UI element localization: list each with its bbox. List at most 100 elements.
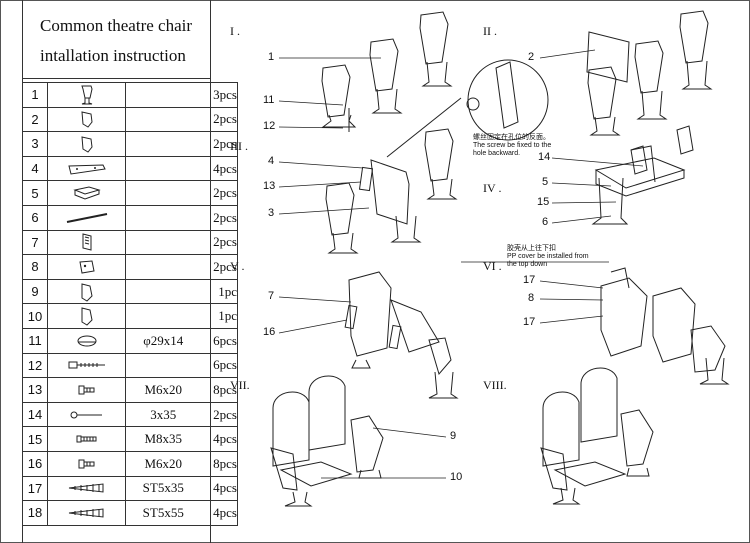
part-number: 14	[22, 401, 48, 428]
part-number: 8	[22, 254, 48, 280]
step-8-label: VIII.	[483, 378, 507, 392]
part-quantity: 3pcs	[200, 82, 238, 108]
part-icon-cell	[47, 450, 126, 477]
part-size	[125, 352, 201, 379]
part-quantity: 1pc	[200, 303, 238, 329]
part-icon-cell	[47, 180, 126, 206]
callout-2: 2	[528, 51, 535, 63]
part-icon-cell	[47, 475, 126, 502]
part-size	[125, 131, 201, 157]
step-7-label: VII.	[230, 378, 250, 392]
screw-note-cn: 螺丝固定在孔位的反面。	[473, 134, 550, 141]
part-quantity: 2pcs	[200, 131, 238, 157]
part-number: 18	[22, 500, 48, 526]
part-icon-cell	[47, 426, 126, 452]
anchor-bolt-icon	[48, 360, 125, 370]
part-quantity: 2pcs	[200, 204, 238, 231]
parts-row: 3 2pcs	[22, 131, 238, 157]
part-number: 1	[22, 82, 48, 108]
part-quantity: 2pcs	[200, 229, 238, 256]
title-line-1: Common theatre chair	[40, 16, 193, 35]
part-icon-cell	[47, 327, 126, 354]
part-size	[125, 82, 201, 108]
part-number: 16	[22, 450, 48, 477]
screw-icon	[48, 458, 125, 470]
callout-17-top: 17	[523, 274, 536, 286]
callout-5: 5	[542, 176, 549, 188]
part-icon-cell	[47, 377, 126, 403]
self-tapping-screw-icon	[48, 506, 125, 520]
part-icon-cell	[47, 229, 126, 256]
end-cover-icon	[48, 282, 125, 302]
seat-cushion-icon	[48, 185, 125, 201]
long-screw-icon	[48, 411, 125, 419]
step6-pp-cover	[600, 267, 730, 385]
part-icon-cell	[47, 106, 126, 133]
step-6-label: VI .	[483, 259, 502, 273]
part-quantity: 8pcs	[200, 377, 238, 403]
callout-14: 14	[538, 151, 551, 163]
step-5-label: V .	[230, 259, 245, 273]
part-quantity: 4pcs	[200, 155, 238, 182]
sheet-title: Common theatre chair intallation instruc…	[22, 0, 211, 79]
callout-10: 10	[450, 471, 463, 483]
step-4-label: IV .	[483, 181, 502, 195]
step3-assembly	[325, 128, 458, 254]
pp-note-en-1: PP cover be installed from	[507, 253, 589, 260]
hinge-plate-icon	[48, 259, 125, 275]
side-cover-icon	[48, 135, 125, 153]
self-tapping-screw-icon	[48, 481, 125, 495]
part-number: 17	[22, 475, 48, 502]
part-number: 11	[22, 327, 48, 354]
rod-icon	[48, 212, 125, 224]
parts-row: 10 1pc	[22, 303, 238, 329]
part-quantity: 2pcs	[200, 254, 238, 280]
pp-note-en-2: the top down	[507, 261, 548, 268]
callout-6: 6	[542, 216, 549, 228]
callout-12: 12	[263, 120, 276, 132]
cap-icon	[48, 334, 125, 348]
part-number: 4	[22, 155, 48, 182]
screw-note-en-1: The screw be fixed to the	[473, 142, 552, 149]
part-size	[125, 254, 201, 280]
part-number: 12	[22, 352, 48, 379]
assembly-drawings	[270, 10, 730, 507]
step-2-label: II .	[483, 24, 497, 38]
part-icon-cell	[47, 303, 126, 329]
callout-1: 1	[268, 51, 275, 63]
part-number: 15	[22, 426, 48, 452]
bolt-icon	[48, 434, 125, 444]
parts-row: 1 3pcs	[22, 82, 238, 108]
part-number: 10	[22, 303, 48, 329]
screw-note: 螺丝固定在孔位的反面。 The screw be fixed to the ho…	[473, 134, 551, 158]
callout-4: 4	[268, 155, 275, 167]
callout-17-bottom: 17	[523, 316, 536, 328]
part-number: 7	[22, 229, 48, 256]
callout-leaders	[278, 49, 644, 479]
part-icon-cell	[47, 401, 126, 428]
part-size	[125, 303, 201, 329]
armrest-side-panel-icon	[48, 85, 125, 105]
part-icon-cell	[47, 82, 126, 108]
part-number: 9	[22, 278, 48, 305]
part-size: 3x35	[125, 401, 201, 428]
part-size: M6x20	[125, 377, 201, 403]
step1-armrest-panels	[321, 11, 453, 132]
step5-back	[344, 271, 459, 399]
part-number: 3	[22, 131, 48, 157]
step7-assembled-pair	[270, 375, 384, 507]
part-size: M6x20	[125, 450, 201, 477]
part-size	[125, 180, 201, 206]
end-cover-icon	[48, 306, 125, 326]
callout-8: 8	[528, 292, 535, 304]
part-number: 13	[22, 377, 48, 403]
title-line-2: intallation instruction	[40, 46, 186, 65]
